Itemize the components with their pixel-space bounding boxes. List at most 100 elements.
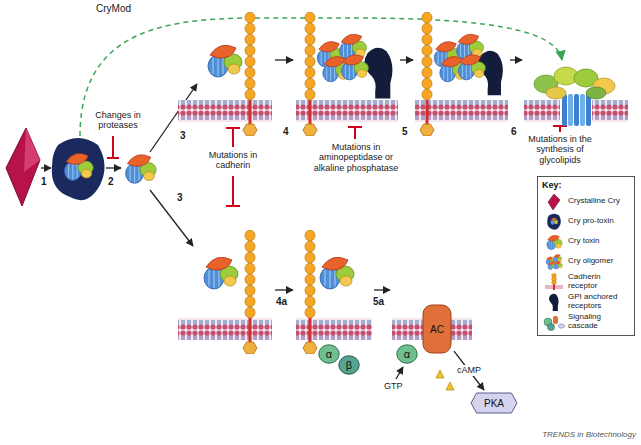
cry-toxin <box>320 257 354 289</box>
journal-credit: TRENDS in Biotechnology <box>500 430 636 439</box>
membrane-pore <box>574 94 579 126</box>
legend-icon <box>546 254 562 269</box>
membrane <box>415 100 508 122</box>
cry-crystal <box>24 128 40 172</box>
pka-hexagon-shape <box>471 393 517 413</box>
step-arrow <box>150 190 193 246</box>
cry-crystal <box>6 128 40 206</box>
membrane-pore <box>534 67 615 126</box>
molecule-label: cAMP <box>455 365 483 375</box>
cry-toxin <box>126 155 157 184</box>
legend-icon <box>542 273 566 291</box>
legend-icon <box>542 193 566 211</box>
legend-icon <box>547 214 561 230</box>
step-arrow <box>275 289 293 290</box>
g-alpha-subunit: α <box>318 344 340 364</box>
membrane-pore <box>586 87 606 99</box>
step-arrow <box>396 367 403 379</box>
gpi-receptor <box>364 48 392 99</box>
mutation-note: Mutations in cadherin <box>200 150 266 171</box>
camp-molecule <box>436 370 454 390</box>
legend-row: Cry toxin <box>542 233 630 251</box>
cry-crystal <box>6 128 40 206</box>
callout-number: 3 <box>177 192 183 204</box>
legend-icon <box>542 293 566 311</box>
callout-number: 4 <box>283 126 289 138</box>
cadherin-receptor <box>243 12 434 354</box>
molecule-name: β <box>346 359 352 371</box>
g-alpha-subunit: α <box>396 344 418 364</box>
membrane <box>178 100 272 122</box>
membrane-pore <box>568 94 573 126</box>
callout-number: 5 <box>402 126 408 138</box>
legend-text: GPI anchored receptors <box>566 293 630 311</box>
step-arrow <box>510 59 522 60</box>
signal-arrow <box>454 351 484 390</box>
membrane <box>524 100 560 122</box>
mechanism-label: CryMod <box>96 3 131 15</box>
camp-molecule <box>436 370 444 378</box>
cadherin-receptor <box>303 12 317 136</box>
callout-number: 1 <box>41 176 47 188</box>
legend-icon <box>544 316 565 331</box>
legend-row: Signaling cascade <box>542 313 630 331</box>
inhibition-bar <box>354 127 356 139</box>
cadherin-receptor <box>420 12 434 136</box>
callout-number: 3 <box>180 130 186 142</box>
g-alpha-subunit-shape <box>319 345 339 363</box>
step-arrow <box>400 59 413 60</box>
membrane <box>296 318 372 340</box>
legend-box: Key: Crystalline CryCry pro-toxinCry toxi… <box>537 176 635 336</box>
pka-hexagon: PKA <box>470 392 518 414</box>
inhibition-bar <box>232 128 234 147</box>
adenylyl-cyclase-shape <box>423 305 451 353</box>
cadherin-receptor <box>303 230 317 354</box>
mutation-note: Mutations in the synthesis of glycolipid… <box>516 134 604 165</box>
legend-row: Cry pro-toxin <box>542 213 630 231</box>
legend-icon <box>542 233 566 251</box>
legend-text: Cadherin receptor <box>566 273 630 291</box>
legend-text: Signaling cascade <box>566 313 630 331</box>
callout-number: 6 <box>511 126 517 138</box>
membrane-pore <box>580 94 585 126</box>
molecule-name: PKA <box>484 398 504 409</box>
inhibition-bar <box>348 126 362 128</box>
callout-number: 2 <box>108 176 114 188</box>
cry-oligomer <box>434 34 485 82</box>
step-arrow <box>41 60 522 379</box>
mutation-note: Changes in proteases <box>90 110 146 131</box>
inhibition-bar <box>226 127 240 129</box>
legend-text: Cry oligomer <box>566 257 613 266</box>
legend-text: Cry pro-toxin <box>566 217 614 226</box>
legend-icon <box>542 253 566 271</box>
cadherin-receptor <box>243 12 257 136</box>
molecule-name: α <box>326 348 332 360</box>
legend-row: GPI anchored receptors <box>542 293 630 311</box>
membrane-pore <box>562 94 567 126</box>
inhibition-bar <box>226 205 240 207</box>
legend-icon <box>549 294 559 311</box>
legend-icon <box>545 273 563 289</box>
crymod-arrow <box>80 18 562 136</box>
step-arrow <box>41 167 51 168</box>
membrane <box>178 318 272 340</box>
step-arrow <box>275 59 293 60</box>
callout-number: 4a <box>276 296 287 308</box>
camp-molecule <box>446 382 454 390</box>
cry-protoxin <box>52 138 105 200</box>
molecule-label: GTP <box>384 381 403 391</box>
g-beta-subunit: β <box>338 355 360 375</box>
step-arrow <box>374 289 390 290</box>
molecule-name: AC <box>430 324 444 335</box>
legend-icon <box>542 313 566 331</box>
legend-text: Cry toxin <box>566 237 600 246</box>
legend-icon <box>547 235 562 249</box>
legend-row: Crystalline Cry <box>542 193 630 211</box>
legend-heading: Key: <box>542 180 630 191</box>
legend-row: Cadherin receptor <box>542 273 630 291</box>
legend-row: Cry oligomer <box>542 253 630 271</box>
cry-oligomer <box>317 34 368 82</box>
g-alpha-subunit-shape <box>397 345 417 363</box>
inhibition-bar <box>232 176 234 206</box>
callout-number: 5a <box>373 296 384 308</box>
